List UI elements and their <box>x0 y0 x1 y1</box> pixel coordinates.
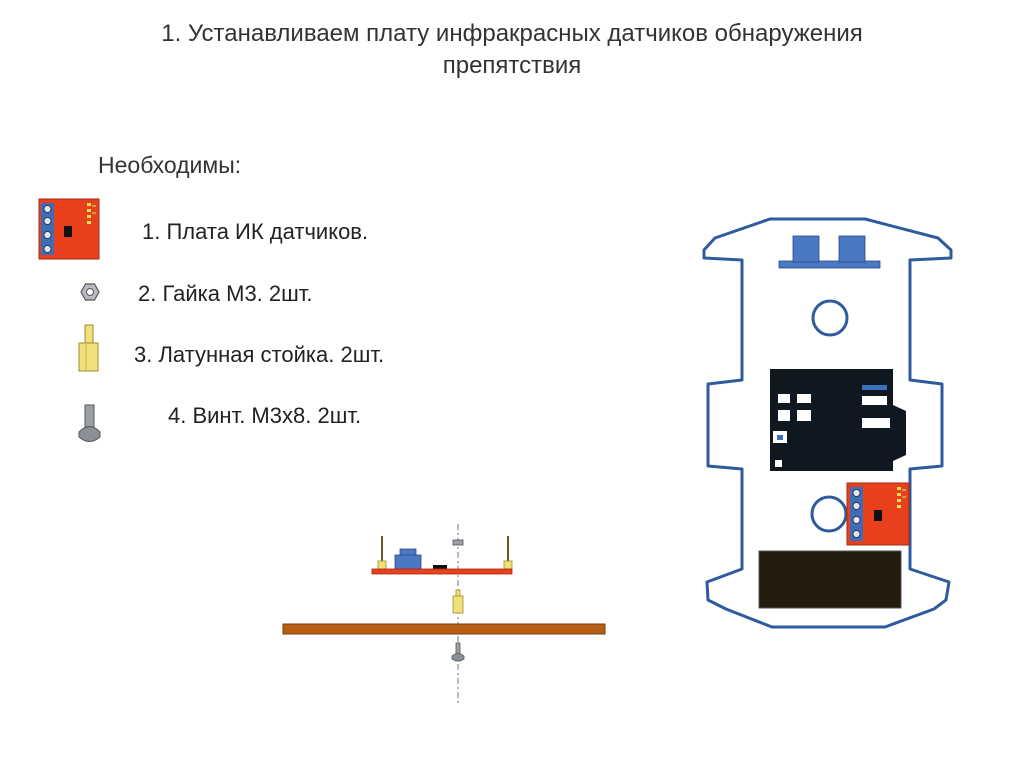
board-black-chip <box>433 565 447 570</box>
chassis-hole-bottom <box>810 495 848 533</box>
brass-standoff-icon <box>78 324 99 372</box>
item-nut: 2. Гайка М3. 2шт. <box>138 281 313 306</box>
ir-board-side-view <box>371 568 513 575</box>
item-ir-board: 1. Плата ИК датчиков. <box>142 219 369 244</box>
standoff-side-view <box>452 589 464 614</box>
nut-side-view <box>452 539 464 546</box>
battery-block <box>758 550 902 609</box>
board-pins <box>377 536 513 570</box>
title-line-2: препятствия <box>442 52 582 79</box>
needed-label: Необходимы: <box>98 152 242 178</box>
ir-sensor-board-icon <box>38 198 100 260</box>
screw-icon <box>78 404 101 442</box>
item-screw: 4. Винт. М3х8. 2шт. <box>168 403 362 428</box>
controller-module <box>770 369 906 471</box>
page-title: 1. Устанавливаем плату инфракрасных датч… <box>0 18 1024 82</box>
chassis-base-plate <box>282 623 606 635</box>
item-standoff: 3. Латунная стойка. 2шт. <box>134 342 385 367</box>
ir-board-mounted <box>846 482 910 546</box>
chassis-hole-top <box>811 299 849 337</box>
board-blue-component <box>394 548 422 570</box>
screw-side-view <box>451 642 465 662</box>
ultrasonic-sensor-front <box>778 235 881 269</box>
hex-nut-icon <box>80 283 100 301</box>
title-line-1: 1. Устанавливаем плату инфракрасных датч… <box>161 20 863 47</box>
